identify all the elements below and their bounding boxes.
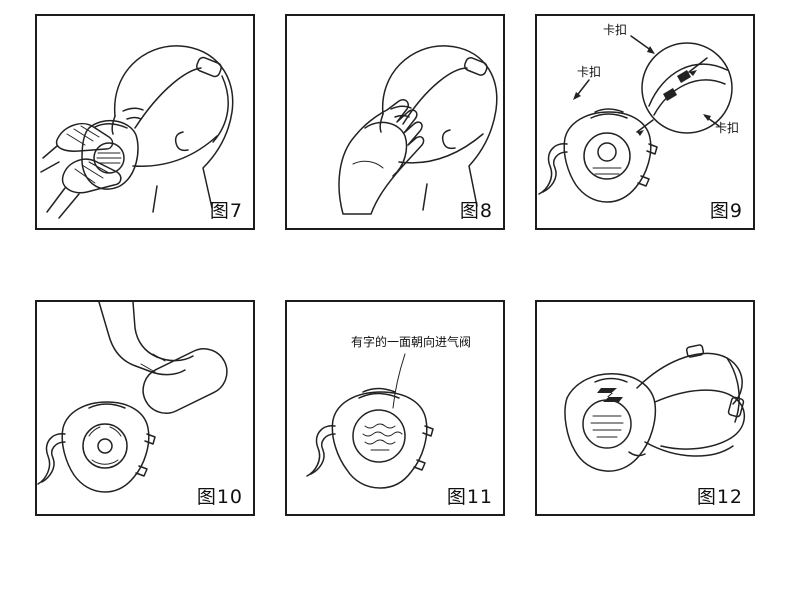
illustration-assembled-mask xyxy=(564,344,745,472)
annotation-arrows xyxy=(573,35,720,127)
mask-front-with-filter xyxy=(306,387,434,489)
illustration-fit-check xyxy=(338,45,498,215)
figure-panel-12: 图12 xyxy=(535,300,755,516)
head-profile xyxy=(379,45,498,211)
figure-label-10: 图10 xyxy=(196,486,243,508)
filter-pad xyxy=(142,348,228,414)
head-harness xyxy=(636,344,745,457)
mask-body xyxy=(564,373,657,472)
figure-label-11: 图11 xyxy=(446,486,493,508)
annotation-leader-line xyxy=(392,353,406,409)
annotation-filter-orientation: 有字的一面朝向进气阀 xyxy=(351,335,472,349)
mask-front-open xyxy=(37,401,156,493)
annotation-clasp-right: 卡扣 xyxy=(715,121,740,135)
annotation-clasp-left: 卡扣 xyxy=(577,65,602,79)
illustration-wearing-mask-adjust xyxy=(40,45,234,219)
figure-panel-9: 卡扣 卡扣 卡扣 图9 xyxy=(535,14,755,230)
illustration-insert-filter xyxy=(37,302,228,493)
harness-buckle xyxy=(727,396,745,418)
figure-panel-7: 图7 xyxy=(35,14,255,230)
figure-panel-10: 图10 xyxy=(35,300,255,516)
annotation-clasp-top: 卡扣 xyxy=(603,23,628,37)
figure-panel-11: 有字的一面朝向进气阀 图11 xyxy=(285,300,505,516)
harness-buckle-top xyxy=(685,344,705,358)
figure-label-9: 图9 xyxy=(709,200,743,222)
hand-with-filter xyxy=(98,302,228,414)
figure-label-7: 图7 xyxy=(209,200,243,222)
pressing-hand xyxy=(338,98,425,215)
illustration-clasp-detail xyxy=(538,35,733,203)
figure-panel-8: 图8 xyxy=(285,14,505,230)
figure-label-12: 图12 xyxy=(696,486,743,508)
mask-cup xyxy=(364,121,408,177)
illustration-filter-orientation xyxy=(306,353,434,489)
head-straps xyxy=(398,57,488,164)
hands xyxy=(40,122,122,219)
brand-logo-mark xyxy=(597,388,623,402)
mask-cup xyxy=(81,119,139,190)
mask-front xyxy=(538,108,658,203)
figure-label-8: 图8 xyxy=(459,200,493,222)
head-straps xyxy=(132,56,229,167)
magnifier-circle xyxy=(641,42,733,134)
zoom-pointer-arrow xyxy=(636,119,654,136)
head-profile xyxy=(111,45,234,213)
